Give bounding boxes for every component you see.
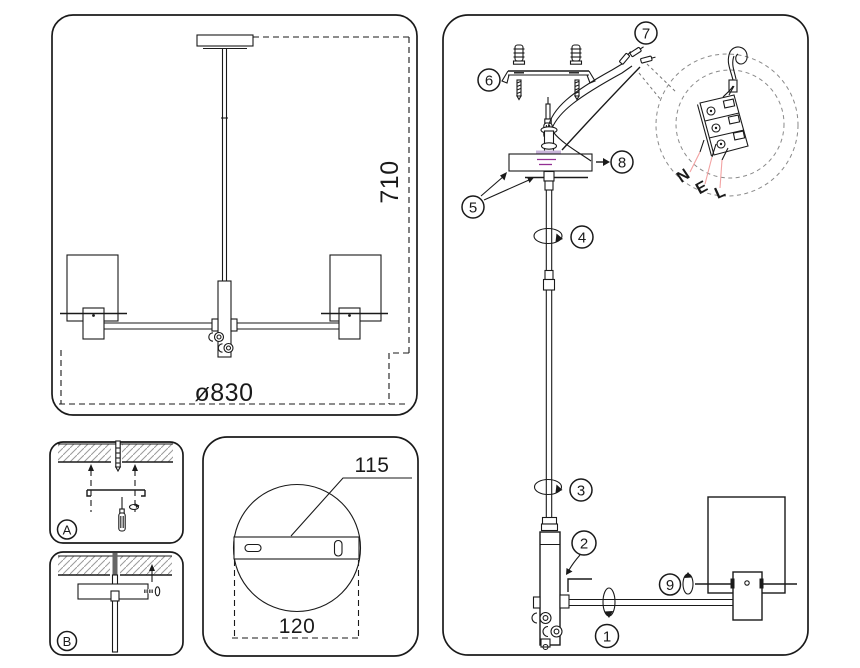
overview-panel: 710 ø830	[51, 14, 418, 416]
hidden-wires	[537, 158, 556, 166]
step-7-callout: 7	[634, 21, 658, 45]
detail-circle-inner	[675, 69, 785, 179]
hub-body	[531, 531, 570, 651]
canopy-dimension: 120	[232, 560, 361, 639]
rod-coupler	[540, 523, 559, 532]
stem-nut	[544, 180, 554, 191]
hex-key-icon	[567, 578, 592, 592]
left-arm	[104, 322, 213, 330]
mounting-bracket	[501, 70, 596, 84]
mounting-bracket	[86, 489, 146, 497]
canopy-detail-panel: 115 120	[202, 436, 419, 657]
ceiling-step-a-panel: A	[49, 440, 184, 544]
ceiling-canopy	[196, 34, 254, 50]
screw-icon	[516, 79, 522, 101]
washer	[540, 142, 558, 150]
push-arrow-icon	[596, 158, 610, 166]
step-6-callout: 6	[477, 68, 501, 92]
step-3-label: 3	[577, 482, 585, 499]
mounting-screws	[516, 79, 580, 101]
wall-anchors	[512, 44, 583, 65]
left-lamp-shade	[60, 254, 127, 340]
right-lamp-shade	[321, 254, 388, 340]
lamp-holder	[732, 571, 763, 621]
rotate-hint-icon	[128, 503, 140, 511]
rotate-icon	[682, 572, 694, 595]
step-9-callout: 9	[658, 573, 682, 596]
bracket-dimension-label: 115	[355, 454, 390, 477]
step-2-label: 2	[580, 535, 588, 552]
wire-bundle	[536, 150, 561, 155]
overview-panel-border	[51, 14, 418, 416]
step-1-label: 1	[603, 628, 611, 645]
ceiling-screw-icon	[114, 440, 122, 473]
ceiling-hatch	[58, 555, 172, 576]
wall-anchor-icon	[569, 44, 583, 65]
screw-icon	[574, 79, 580, 101]
step-5-label: 5	[469, 199, 477, 216]
wire-lug-icon	[629, 46, 644, 58]
step-a-callout: A	[56, 519, 78, 540]
step-1-callout: 1	[594, 623, 620, 649]
rod-coupler	[541, 516, 558, 525]
wall-anchor-icon	[512, 44, 526, 65]
canopy-dimension-label: 120	[279, 615, 316, 638]
step-2-callout: 2	[566, 530, 597, 575]
diameter-dimension-label: ø830	[195, 379, 254, 407]
threaded-stud	[111, 553, 119, 587]
wire-lug-icon	[640, 55, 656, 64]
assembly-panel-border	[442, 14, 809, 656]
step-a-label: A	[63, 522, 72, 537]
detail-circle-outer	[655, 53, 799, 197]
height-dimension-label: 710	[376, 160, 404, 203]
wire-lug-icon	[619, 51, 632, 65]
assembly-panel: 6 7	[442, 14, 809, 656]
terminal-block	[696, 85, 749, 161]
bracket-dimension: 115	[290, 454, 412, 537]
rotate-icon	[533, 478, 563, 496]
ceiling-hatch	[58, 443, 173, 463]
step-8-callout: 8	[610, 150, 634, 174]
step-6-label: 6	[485, 72, 493, 89]
step-8-label: 8	[618, 154, 626, 171]
stem-nut	[543, 170, 555, 182]
earth-wire	[553, 132, 592, 162]
step-4-callout: 4	[570, 225, 594, 249]
canopy-plate	[508, 153, 593, 172]
step-4-label: 4	[578, 229, 586, 246]
step-5-callout: 5	[461, 172, 534, 219]
step-9-label: 9	[666, 577, 674, 594]
step-7-label: 7	[642, 25, 650, 42]
canopy-assembly: 8 5	[461, 126, 634, 219]
rotate-icon	[533, 227, 563, 245]
terminal-leaders	[689, 151, 723, 189]
lamp-arm: 1	[569, 587, 733, 649]
side-screw-icon	[144, 586, 161, 597]
height-dimension: 710	[253, 36, 410, 404]
step-3-callout: 3	[569, 478, 593, 502]
diameter-dimension: ø830	[59, 350, 406, 407]
supply-wires	[547, 46, 677, 151]
screwdriver-icon	[118, 497, 126, 532]
suspension-rod: 4 3	[533, 190, 594, 532]
lamp-head: 9	[658, 496, 797, 621]
bracket-plate	[233, 536, 360, 560]
step-b-callout: B	[56, 630, 78, 652]
rotate-icon	[602, 587, 616, 618]
right-arm	[236, 322, 340, 330]
up-arrow-icon	[149, 564, 155, 582]
step-b-label: B	[63, 634, 72, 649]
central-hub	[208, 280, 238, 358]
downrod	[221, 48, 228, 281]
alignment-guides	[88, 464, 138, 512]
ceiling-step-b-panel: B	[49, 551, 184, 656]
